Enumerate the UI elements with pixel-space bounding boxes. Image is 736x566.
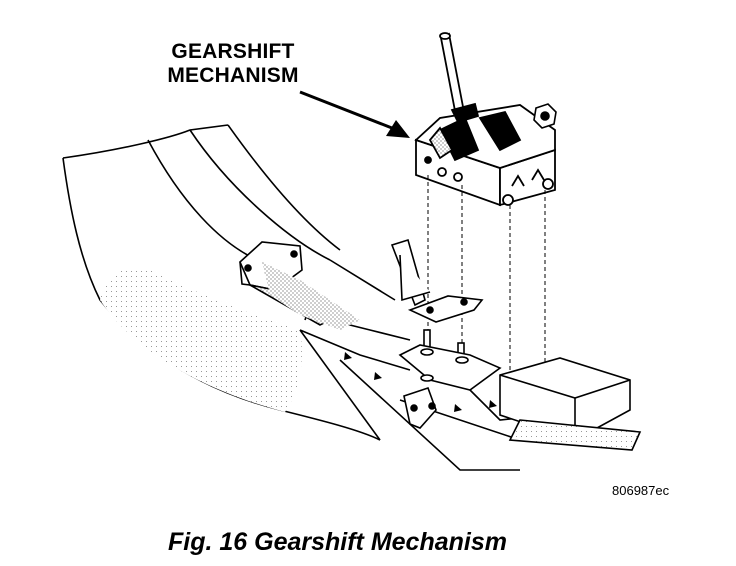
callout-label: GEARSHIFT MECHANISM	[158, 40, 308, 88]
figure-caption: Fig. 16 Gearshift Mechanism	[168, 528, 507, 556]
callout-line-1: GEARSHIFT	[171, 40, 295, 63]
alignment-lines	[427, 175, 546, 390]
mounting-nut	[533, 103, 557, 129]
floor-tunnel	[261, 259, 521, 471]
seat-cushion	[100, 267, 302, 412]
shifter-bracket	[390, 238, 484, 323]
callout-line-2: MECHANISM	[167, 64, 299, 87]
callout-arrow	[299, 90, 410, 138]
front-bracket	[403, 386, 437, 429]
console-box	[499, 357, 642, 451]
shift-lever	[439, 32, 480, 124]
tunnel-shadow	[262, 262, 360, 330]
gearshift-housing	[414, 104, 556, 207]
catalog-number: 806987ec	[612, 483, 670, 498]
floor-plate	[398, 344, 521, 421]
tunnel-clips	[344, 352, 497, 412]
